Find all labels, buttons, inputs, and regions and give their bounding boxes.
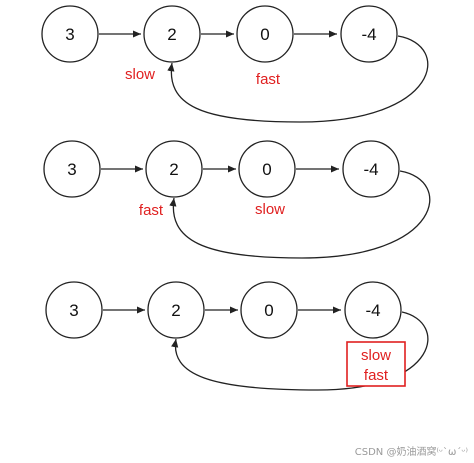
list-node: 3 (45, 281, 103, 339)
pointer-label-slow: slow (255, 201, 285, 218)
pointer-label-fast: fast (364, 367, 389, 384)
list-node: 3 (43, 140, 101, 198)
node-value: 0 (260, 25, 269, 44)
list-node: 0 (236, 5, 294, 63)
pointer-label-slow: slow (125, 66, 155, 83)
node-value: 3 (67, 160, 76, 179)
node-value: -4 (365, 301, 380, 320)
list-node: 2 (147, 281, 205, 339)
node-value: 2 (169, 160, 178, 179)
cycle-arrow (169, 170, 431, 259)
diagram-row-1: 3 2 0 -4 slow fast (41, 5, 429, 123)
node-value: 2 (171, 301, 180, 320)
node-value: 0 (264, 301, 273, 320)
watermark-text: CSDN @奶油酒窝⁽ᵕ`ω´ᵕ⁾ (355, 445, 468, 458)
list-node: -4 (342, 140, 400, 198)
list-node: 2 (143, 5, 201, 63)
list-node: -4 (340, 5, 398, 63)
list-node: -4 (344, 281, 402, 339)
cycle-arrow (171, 311, 429, 391)
pointer-highlight-box (346, 341, 406, 387)
node-value: 3 (65, 25, 74, 44)
cycle-arrow (167, 35, 429, 123)
list-node: 3 (41, 5, 99, 63)
node-value: -4 (361, 25, 376, 44)
pointer-label-fast: fast (139, 202, 164, 219)
diagram-row-3: 3 2 0 -4 slow fast (45, 281, 429, 391)
node-value: 3 (69, 301, 78, 320)
node-value: 2 (167, 25, 176, 44)
pointer-label-slow: slow (361, 347, 391, 364)
node-value: 0 (262, 160, 271, 179)
node-value: -4 (363, 160, 378, 179)
list-node: 2 (145, 140, 203, 198)
list-node: 0 (240, 281, 298, 339)
diagram-row-2: 3 2 0 -4 fast slow (43, 140, 431, 259)
pointer-label-fast: fast (256, 71, 281, 88)
list-node: 0 (238, 140, 296, 198)
